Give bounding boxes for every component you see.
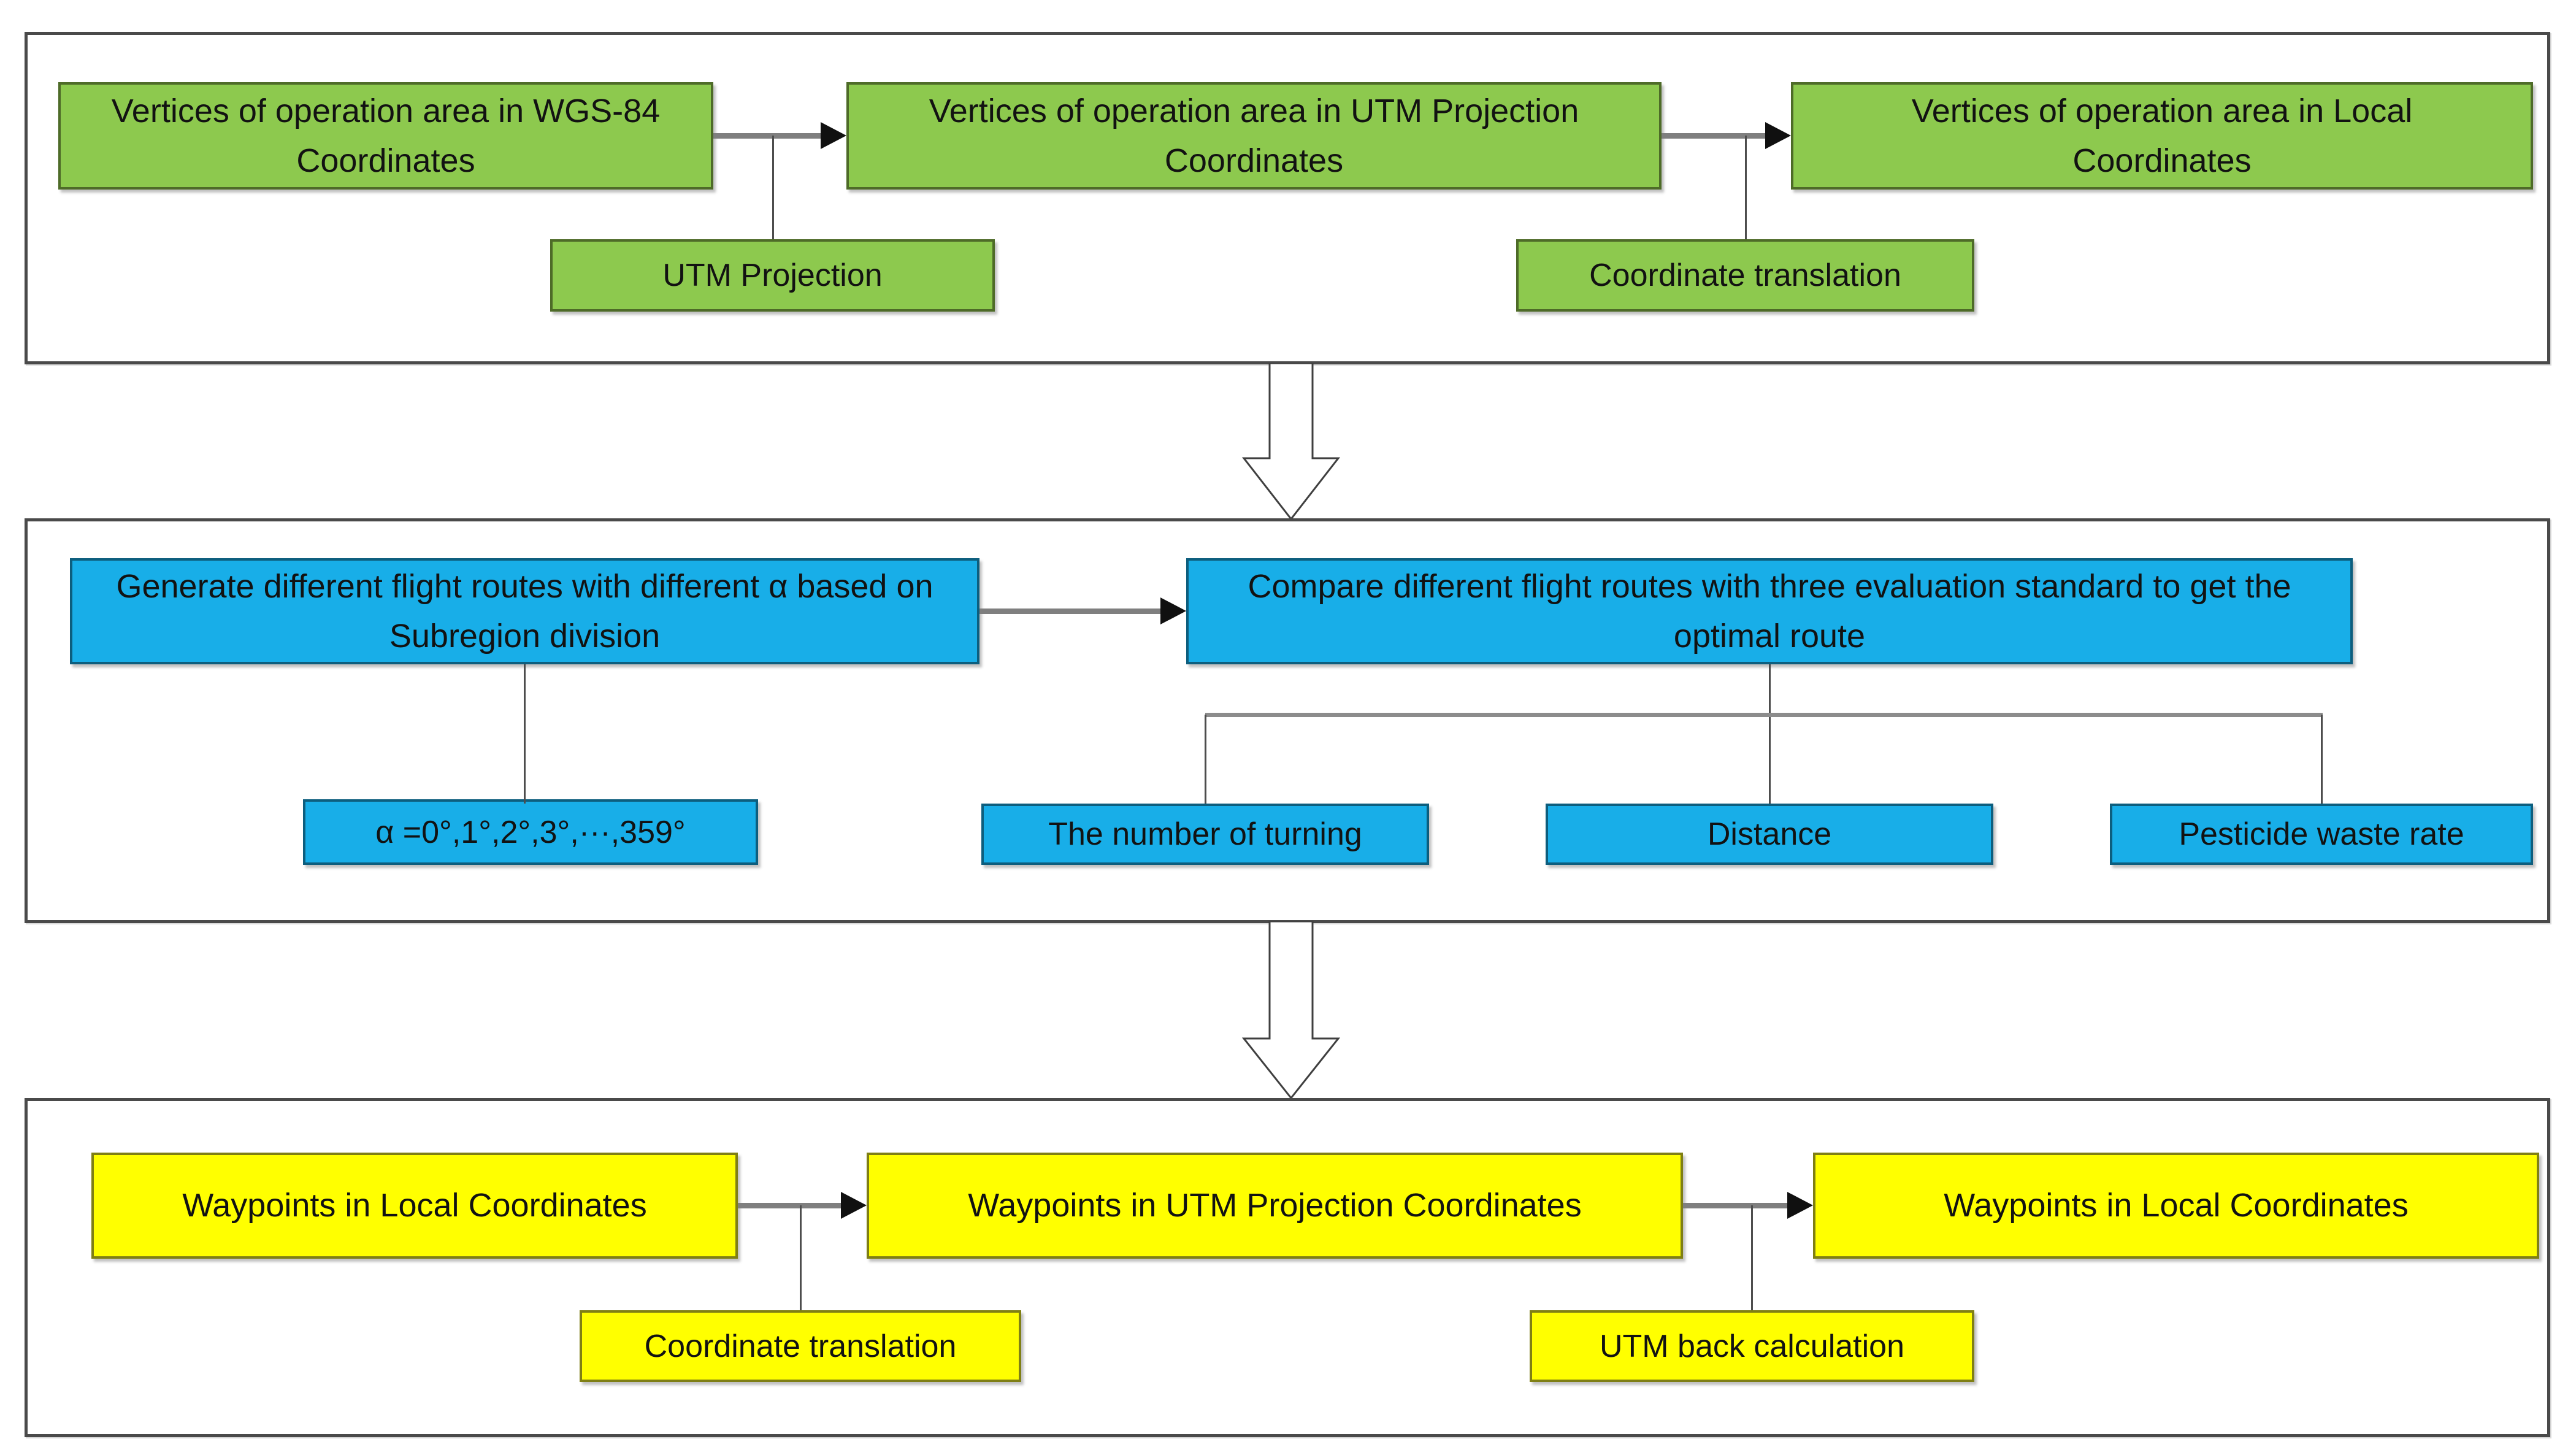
connector-compare-to-criteria: [1769, 664, 1771, 804]
connector-utm-projection-label: [772, 136, 774, 239]
criteria-distribution-line: [1205, 713, 2323, 717]
label-utm-projection: UTM Projection: [550, 239, 995, 312]
box-compare-routes: Compare different flight routes with thr…: [1186, 558, 2353, 664]
connector-alpha-label: [524, 664, 526, 804]
box-vertices-wgs84: Vertices of operation area in WGS-84 Coo…: [58, 82, 713, 190]
panel-waypoints-transformation: [25, 1098, 2550, 1437]
box-waypoints-local-2: Waypoints in Local Coordinates: [1813, 1153, 2539, 1259]
label-coordinate-translation-2: Coordinate translation: [580, 1310, 1021, 1382]
connector-pesticide: [2321, 715, 2323, 804]
box-number-of-turning: The number of turning: [981, 804, 1429, 865]
connector-utm-back-calculation: [1751, 1205, 1753, 1310]
box-distance: Distance: [1546, 804, 1993, 865]
label-coordinate-translation: Coordinate translation: [1516, 239, 1974, 312]
box-waypoints-local-1: Waypoints in Local Coordinates: [91, 1153, 738, 1259]
connector-coordinate-translation-2: [800, 1205, 802, 1310]
flow-line-utm-to-local: [1662, 133, 1768, 139]
block-arrow-down-2: [1241, 921, 1341, 1100]
arrowhead-to-utm-waypoints: [841, 1192, 867, 1219]
box-vertices-utm: Vertices of operation area in UTM Projec…: [846, 82, 1662, 190]
box-vertices-local: Vertices of operation area in Local Coor…: [1791, 82, 2533, 190]
box-generate-routes: Generate different flight routes with di…: [70, 558, 979, 664]
block-arrow-down-1: [1241, 363, 1341, 521]
arrowhead-to-compare: [1160, 597, 1186, 624]
flow-line-generate-to-compare: [979, 608, 1163, 614]
label-utm-back-calculation: UTM back calculation: [1530, 1310, 1974, 1382]
arrowhead-to-utm: [821, 122, 846, 149]
arrowhead-to-local-waypoints: [1787, 1192, 1813, 1219]
connector-turning: [1205, 715, 1206, 804]
box-alpha-values: α =0°,1°,2°,3°,···,359°: [303, 799, 758, 865]
flow-line-local-to-utm: [738, 1203, 843, 1208]
arrowhead-to-local: [1765, 122, 1791, 149]
connector-coordinate-translation-label: [1745, 136, 1747, 239]
box-pesticide-waste-rate: Pesticide waste rate: [2110, 804, 2533, 865]
box-waypoints-utm-projection: Waypoints in UTM Projection Coordinates: [867, 1153, 1683, 1259]
flow-line-utm-to-local-waypoints: [1683, 1203, 1790, 1208]
flow-line-wgs84-to-utm: [713, 133, 824, 139]
